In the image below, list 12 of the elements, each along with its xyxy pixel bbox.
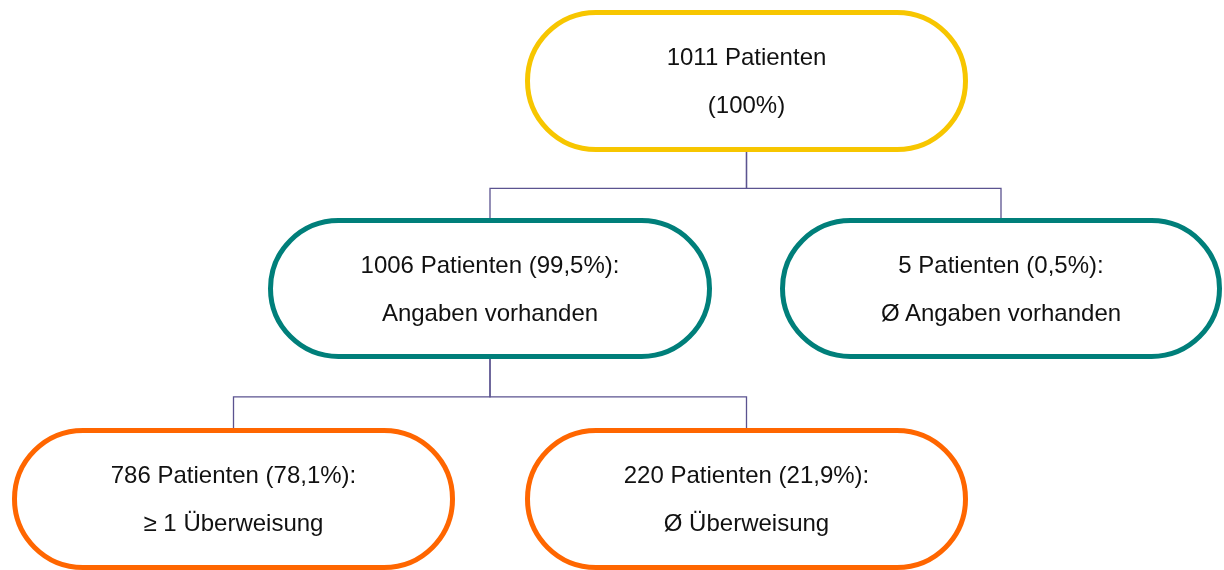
connector-line xyxy=(745,151,1002,219)
connector-line xyxy=(489,358,748,429)
node-text: 1011 Patienten xyxy=(666,43,827,71)
node-text: (100%) xyxy=(707,91,786,119)
node-text: Angaben vorhanden xyxy=(381,298,599,327)
node-text: 1006 Patienten (99,5%): xyxy=(360,250,620,279)
node-text: Ø Überweisung xyxy=(663,509,830,537)
node-text: ≥ 1 Überweisung xyxy=(143,509,324,537)
node-text: 786 Patienten (78,1%): xyxy=(110,461,357,489)
node-text: 220 Patienten (21,9%): xyxy=(623,461,870,489)
node-text: Ø Angaben vorhanden xyxy=(880,298,1122,327)
node-text: 5 Patienten (0,5%): xyxy=(898,250,1104,279)
